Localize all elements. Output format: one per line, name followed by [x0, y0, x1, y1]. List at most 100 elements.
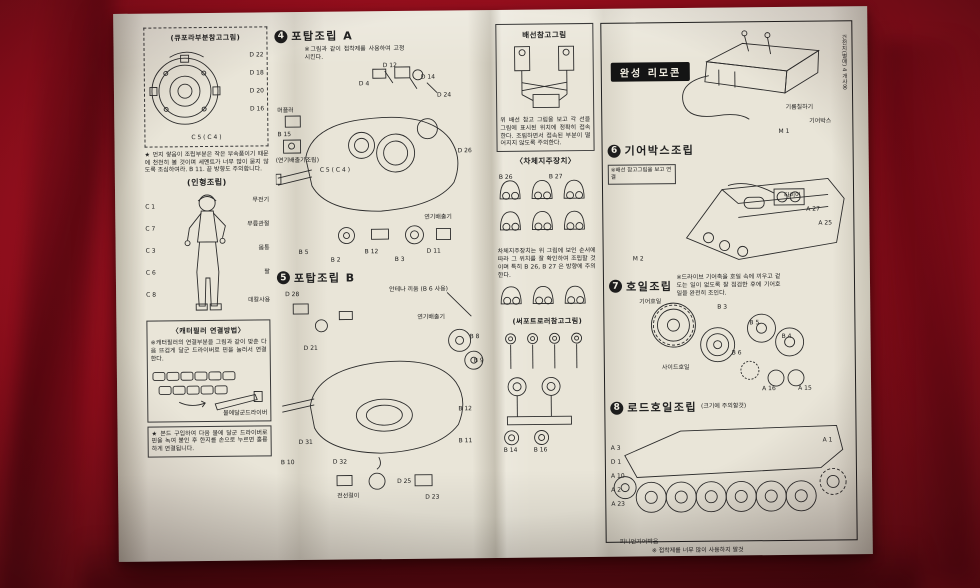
- assembly-note-top: ★ 먼지 쌓음이 조립부분은 작은 부속품이기 때문에 천천히 볼 것이며 세멘…: [144, 150, 269, 175]
- bogie-row-3: [500, 286, 586, 306]
- part-label-d25: D 25: [397, 477, 412, 485]
- turret-a-diagram: D 12 D 14 D 24 D 4 머플러 B 15 (연기배출기조립) C …: [275, 62, 491, 268]
- part-label-d4: D 4: [358, 79, 370, 87]
- tool-label: 불에달군드라이버: [223, 409, 268, 417]
- part-label-b27: B 27: [548, 173, 563, 181]
- part-label-b26: B 26: [498, 173, 513, 182]
- step8-header: 8 로드호일조립 (크기에 주의할것): [610, 398, 850, 417]
- step6-note: ※배선 참고그림을 보고 연결: [607, 164, 676, 186]
- turret-b-drawing: [282, 291, 484, 490]
- part-label-antenna: 안테나 끼움 (B 6 사용): [389, 285, 448, 293]
- wiring-drawing: [514, 45, 575, 109]
- part-label-a27: A 27: [806, 205, 820, 213]
- step8-glue-note: ※ 접착제를 너무 많이 사용하지 말것: [651, 546, 744, 555]
- roller-drawing-1: [505, 333, 583, 370]
- roller-drawing-2: [506, 377, 572, 426]
- part-label-a25: A 25: [818, 219, 833, 227]
- part-label-pinion: 피니언기어박음: [619, 537, 659, 546]
- remote-panel: 완성 리모콘 건전지(별매) 4 개사용 기름칠하기 기어박스 M 1 6 기어…: [600, 20, 858, 555]
- figure-label-c7: C 7: [145, 225, 156, 233]
- road-wheel-assembly-diagram: A 3 D 1 A 10 A 2 A 23 A 1 피니언기어박음: [610, 416, 851, 547]
- track-connection-box: 〈캐터필러 연결방법〉 ※캐터필러의 연결부분을 그림과 같이 맞춘 다음 뜨겁…: [146, 319, 272, 423]
- right-column: 완성 리모콘 건전지(별매) 4 개사용 기름칠하기 기어박스 M 1 6 기어…: [600, 20, 858, 555]
- wiring-reference-box: 배선참고그림 위 배선 참고 그림을 보고 각 선을 그림에 표시된 위치에 정…: [495, 22, 595, 153]
- part-label-d21: D 21: [303, 344, 318, 352]
- step7-title: 호일조립: [625, 279, 673, 294]
- cupola-reference-box: (큐포라부분참고그림) D 22 D 18 D 20 D 16: [143, 26, 269, 148]
- step7-header: 7 호일조립 ※드라이브 기어축을 호일 속에 끼우고 겉도는 일이 없도록 잘…: [608, 272, 849, 298]
- gearbox-label: 기어박스: [809, 117, 832, 125]
- part-label-b16: B 16: [533, 446, 548, 455]
- part-label-b8: B 8: [469, 332, 480, 340]
- part-label-b6: B 6: [731, 349, 742, 357]
- part-label-muffler: 머플러: [277, 106, 294, 114]
- part-label-d18: D 18: [249, 69, 264, 77]
- figure-diagram: C 1 C 7 C 3 C 6 C 8 무전기 무릎관절 몸통 팔 데칼사용: [145, 190, 270, 321]
- part-label-d14: D 14: [420, 73, 436, 81]
- figure-label-knee: 무릎관절: [247, 220, 270, 228]
- wiring-box-title: 배선참고그림: [522, 30, 567, 40]
- battery-note: 건전지(별매) 4 개사용: [840, 34, 847, 90]
- step6-header: 6 기어박스조립: [607, 140, 848, 159]
- part-label-b4: B 4: [781, 333, 792, 341]
- wiring-diagram: [499, 42, 590, 115]
- part-label-d1: D 1: [610, 459, 622, 467]
- completed-remote-badge: 완성 리모콘: [610, 61, 691, 82]
- part-label-d24: D 24: [436, 91, 452, 99]
- middle-column: 4 포탑조립 A ※그림과 같이 접착제를 사용하여 고정시킨다.: [274, 24, 493, 546]
- part-label-a2: A 2: [611, 487, 622, 495]
- part-label-d16: D 16: [249, 105, 265, 113]
- support-roller-diagram: [498, 328, 596, 373]
- soldier-drawing: [184, 194, 226, 311]
- figure-label-radio: 무전기: [252, 196, 270, 204]
- figure-label-decal: 데칼사용: [248, 296, 271, 304]
- part-label-a1: A 1: [822, 436, 833, 444]
- cupola-box-title: (큐포라부분참고그림): [170, 33, 241, 43]
- cupola-drawing: [149, 51, 221, 125]
- part-label-gear-wheel: 기어호일: [639, 298, 662, 306]
- part-label-b5: B 5: [298, 248, 309, 256]
- cloth-fold: [0, 0, 115, 588]
- part-label-b9: B 9: [473, 356, 484, 364]
- part-label-b3: B 3: [394, 255, 405, 263]
- step8-subnote: (크기에 주의할것): [700, 402, 747, 411]
- cloth-fold: [882, 40, 972, 580]
- part-label-b2: B 2: [330, 256, 341, 264]
- part-label-side-wheel: 사이드호일: [661, 364, 690, 372]
- step4-number-icon: 4: [274, 29, 288, 43]
- part-label-smoke: 연기배출기: [417, 313, 445, 321]
- part-label-d26: D 26: [457, 146, 472, 154]
- part-label-a15: A 15: [798, 385, 812, 393]
- bogie-row-2: [499, 210, 585, 231]
- part-label-wire-hook: 전선걸이: [337, 492, 360, 500]
- support-roller-detail: [499, 372, 598, 429]
- part-label-b11: B 11: [458, 436, 473, 444]
- part-label-b10: B 10: [280, 458, 295, 466]
- step5-title: 포탑조립 B: [293, 271, 356, 285]
- step5-header: 5 포탑조립 B: [276, 268, 491, 286]
- lower-hull-drawing: [613, 425, 847, 514]
- assembly-note-bottom: ★ 본드 구입하여 다음 불에 달군 드라이버로 핀을 녹여 붙인 후 한지를 …: [151, 428, 268, 453]
- figure-label-c1: C 1: [145, 203, 156, 211]
- figure-label-arm: 팔: [264, 268, 270, 276]
- bogie-row-1: [499, 179, 585, 200]
- small-wheels-drawing: [504, 430, 550, 446]
- figure-label-c8: C 8: [146, 291, 157, 299]
- step4-note: ※그림과 같이 접착제를 사용하여 고정시킨다.: [304, 44, 405, 61]
- wheels-drawing: [650, 303, 805, 387]
- part-label-d28: D 28: [285, 290, 300, 298]
- bottom-parts-row: B 14 B 16: [500, 428, 598, 455]
- part-label-a10: A 10: [610, 473, 625, 481]
- wheel-assembly-diagram: 기어호일 B 3 B 5 B 4 B 6 사이드호일 A 16 A 15: [609, 298, 850, 399]
- cupola-diagram: D 22 D 18 D 20 D 16: [147, 44, 264, 133]
- track-note: ※캐터필러의 연결부분을 그림과 같이 맞춘 다음 뜨겁게 달군 드라이버로 핀…: [150, 338, 267, 363]
- track-box-title: 〈캐터필러 연결방법〉: [171, 326, 246, 336]
- track-diagram: 불에달군드라이버: [151, 365, 268, 418]
- left-column: (큐포라부분참고그림) D 22 D 18 D 20 D 16: [143, 26, 272, 547]
- step7-note: ※드라이브 기어축을 호일 속에 끼우고 겉도는 일이 없도록 잘 점검한 후에…: [676, 272, 781, 297]
- part-label-a3: A 3: [610, 445, 621, 453]
- wiring-column: 배선참고그림 위 배선 참고 그림을 보고 각 선을 그림에 표시된 위치에 정…: [495, 22, 598, 544]
- connection-note-box: ★ 본드 구입하여 다음 불에 달군 드라이버로 핀을 녹여 붙인 후 한지를 …: [147, 424, 272, 458]
- hull-gearbox-drawing: [685, 178, 845, 260]
- part-label-m2: M 2: [632, 255, 644, 263]
